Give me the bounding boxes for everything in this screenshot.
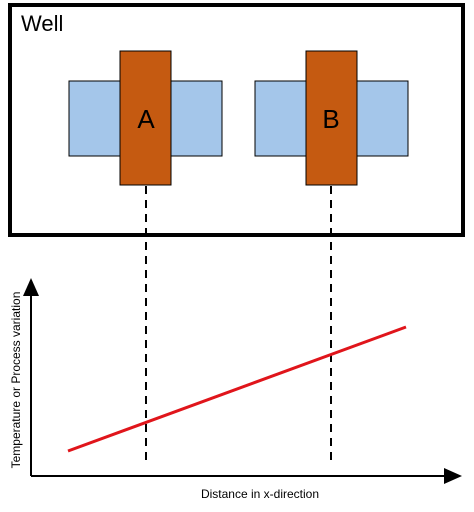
x-axis-label: Distance in x-direction — [201, 487, 319, 501]
device-b-label: B — [322, 104, 339, 134]
device-a-gate — [119, 50, 172, 186]
device-b: B — [254, 50, 409, 186]
y-axis-label: Temperature or Process variation — [9, 292, 23, 469]
variation-trend-line — [67, 325, 407, 453]
well-label: Well — [21, 11, 63, 36]
device-a-label: A — [137, 104, 155, 134]
device-b-gate — [305, 50, 358, 186]
device-a: A — [68, 50, 223, 186]
